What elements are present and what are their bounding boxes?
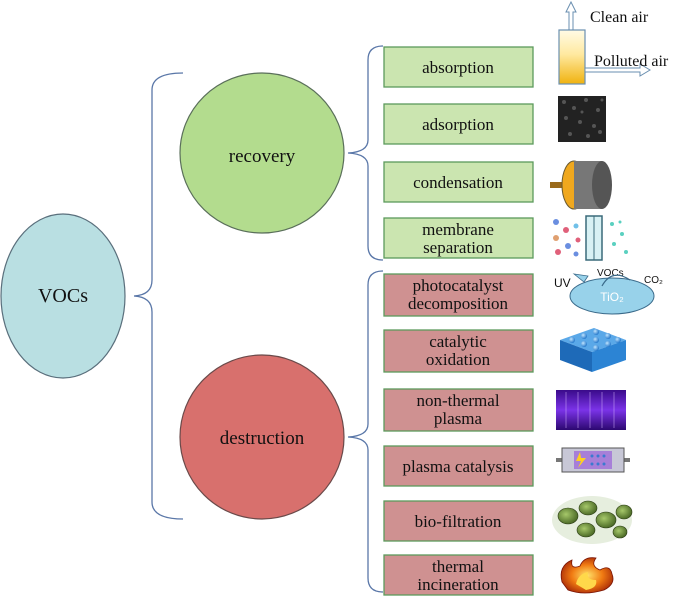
recovery-node bbox=[179, 72, 345, 234]
plasma-reactor-icon bbox=[556, 447, 630, 473]
svg-text:oxidation: oxidation bbox=[426, 350, 491, 369]
method-box-non-thermal-plasma: non-thermal plasma bbox=[383, 388, 534, 432]
condenser-icon bbox=[550, 160, 612, 210]
method-box-photocatalyst-decomposition: photocatalyst decomposition bbox=[383, 273, 534, 317]
flame-icon bbox=[560, 557, 614, 594]
polluted-air-label: Polluted air bbox=[594, 53, 669, 70]
method-box-plasma-catalysis: plasma catalysis bbox=[383, 445, 534, 487]
uv-label: UV bbox=[554, 276, 571, 290]
svg-text:separation: separation bbox=[423, 238, 493, 257]
tio2-label: TiO₂ bbox=[600, 290, 624, 304]
svg-text:adsorption: adsorption bbox=[422, 115, 494, 134]
clean-air-label: Clean air bbox=[590, 9, 649, 26]
root-node bbox=[0, 213, 126, 379]
photocatalyst-vocs-label: VOCs bbox=[597, 268, 624, 279]
destruction-node bbox=[179, 354, 345, 520]
method-box-adsorption: adsorption bbox=[383, 103, 534, 145]
catalyst-lattice-icon bbox=[560, 328, 626, 372]
root-bracket bbox=[133, 72, 184, 520]
biofilm-icon bbox=[552, 496, 633, 544]
svg-text:absorption: absorption bbox=[422, 58, 494, 77]
recovery-bracket bbox=[347, 45, 384, 261]
plasma-discharge-icon bbox=[556, 390, 626, 430]
svg-text:photocatalyst: photocatalyst bbox=[413, 276, 504, 295]
root-label: VOCs bbox=[38, 285, 88, 307]
svg-text:thermal: thermal bbox=[432, 557, 484, 576]
destruction-bracket bbox=[347, 270, 384, 593]
membrane-icon bbox=[553, 215, 628, 261]
svg-text:plasma: plasma bbox=[434, 409, 483, 428]
svg-text:non-thermal: non-thermal bbox=[416, 391, 499, 410]
svg-text:bio-filtration: bio-filtration bbox=[415, 512, 502, 531]
method-box-absorption: absorption bbox=[383, 46, 534, 88]
destruction-label: destruction bbox=[220, 428, 305, 449]
method-box-thermal-incineration: thermal incineration bbox=[383, 554, 534, 596]
method-box-catalytic-oxidation: catalytic oxidation bbox=[383, 329, 534, 373]
svg-text:membrane: membrane bbox=[422, 220, 494, 239]
svg-text:condensation: condensation bbox=[413, 173, 503, 192]
adsorbent-carbon-icon bbox=[558, 96, 606, 142]
recovery-label: recovery bbox=[229, 146, 296, 167]
absorption-column-icon: Clean air Polluted air bbox=[558, 0, 669, 85]
svg-text:incineration: incineration bbox=[417, 575, 499, 594]
svg-text:decomposition: decomposition bbox=[408, 294, 509, 313]
svg-text:catalytic: catalytic bbox=[429, 332, 487, 351]
method-box-condensation: condensation bbox=[383, 161, 534, 203]
svg-text:plasma catalysis: plasma catalysis bbox=[403, 457, 514, 476]
co2-label: CO₂ bbox=[644, 275, 663, 286]
method-box-membrane-separation: membrane separation bbox=[383, 217, 534, 259]
method-box-bio-filtration: bio-filtration bbox=[383, 500, 534, 542]
photocatalyst-icon: TiO₂ UV VOCs CO₂ bbox=[554, 268, 663, 315]
